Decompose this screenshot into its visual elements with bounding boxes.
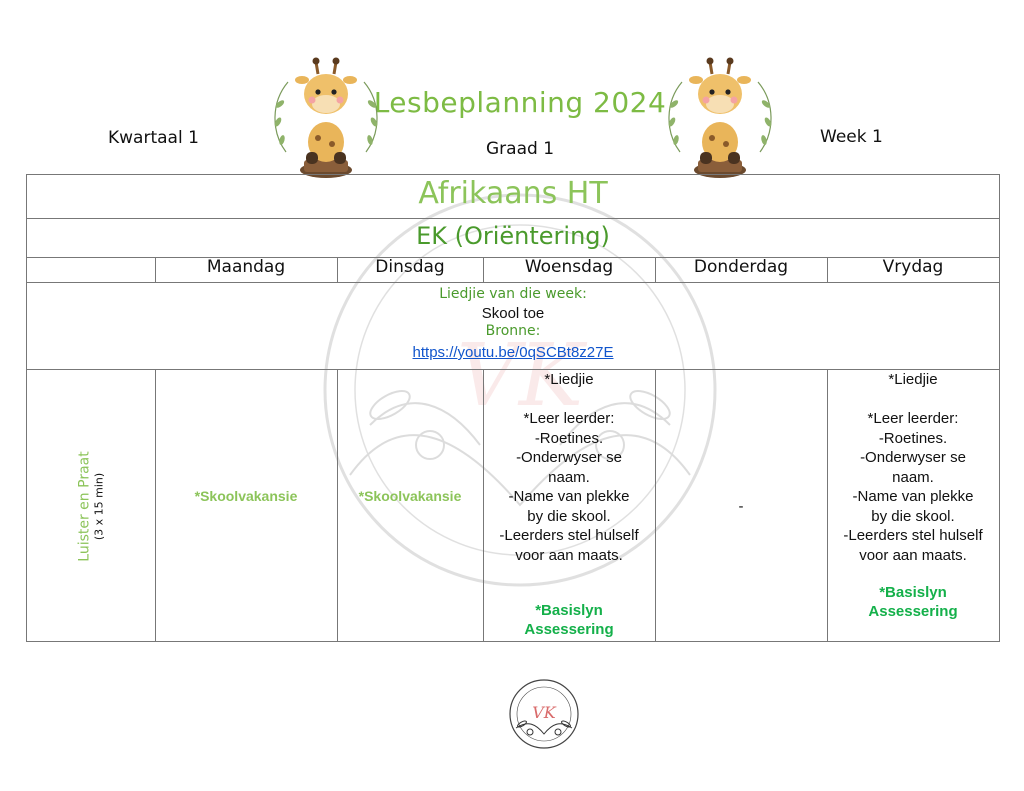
term-label: Kwartaal 1: [108, 128, 199, 148]
assessment-label: *Basislyn: [535, 602, 603, 619]
footer-logo: VK: [509, 679, 579, 749]
cell-line: *Liedjie: [888, 371, 938, 388]
wednesday-cell: *Liedjie *Leer leerder: -Roetines. -Onde…: [483, 370, 655, 639]
day-header-wednesday: Woensdag: [524, 257, 614, 277]
cell-line: voor aan maats.: [859, 546, 967, 564]
cell-line: naam.: [892, 468, 934, 486]
assessment-label: Assessering: [524, 621, 614, 638]
assessment-label: Assessering: [868, 603, 958, 620]
cell-line: -Onderwyser se: [860, 449, 966, 466]
tuesday-cell: *Skoolvakansie: [358, 488, 462, 504]
day-header-thursday: Donderdag: [693, 257, 789, 277]
giraffe-illustration: [668, 57, 772, 178]
friday-cell: *Liedjie *Leer leerder: -Roetines. -Onde…: [827, 370, 999, 621]
cell-line: *Leer leerder:: [867, 410, 959, 427]
cell-line: naam.: [548, 468, 590, 486]
week-label: Week 1: [820, 127, 883, 147]
cell-line: *Liedjie: [544, 371, 594, 388]
cell-line: by die skool.: [527, 507, 611, 525]
cell-line: -Name van plekke: [852, 488, 974, 505]
grade-label: Graad 1: [486, 139, 555, 159]
cell-line: -Roetines.: [534, 429, 604, 447]
theme-heading: EK (Oriëntering): [416, 222, 610, 250]
song-label: Liedjie van die week:: [439, 286, 587, 302]
song-name: Skool toe: [481, 305, 545, 322]
footer-logo-initials: VK: [532, 703, 557, 722]
song-of-the-week: Liedjie van die week: Skool toe Bronne: …: [26, 284, 1000, 362]
giraffe-illustration: [274, 57, 378, 178]
lesson-plan-table: [26, 174, 1000, 642]
day-header-friday: Vrydag: [882, 257, 944, 277]
cell-line: -Leerders stel hulself: [843, 527, 983, 544]
subject-heading: Afrikaans HT: [418, 176, 608, 211]
cell-line: by die skool.: [871, 507, 955, 525]
thursday-cell: -: [738, 498, 744, 515]
cell-line: *Leer leerder:: [523, 410, 615, 427]
assessment-label: *Basislyn: [879, 584, 947, 601]
row-label-duration: (3 x 15 min): [92, 472, 106, 540]
monday-cell: *Skoolvakansie: [194, 488, 298, 504]
cell-line: -Name van plekke: [508, 488, 630, 505]
cell-line: -Onderwyser se: [516, 449, 622, 466]
day-header-tuesday: Dinsdag: [375, 257, 445, 277]
page-title: Lesbeplanning 2024: [373, 86, 667, 119]
cell-line: -Leerders stel hulself: [499, 527, 639, 544]
song-youtube-link[interactable]: https://youtu.be/0qSCBt8z27E: [412, 344, 614, 361]
row-label-title: Luister en Praat: [76, 450, 93, 562]
cell-line: voor aan maats.: [515, 546, 623, 564]
row-label-listening-speaking: Luister en Praat (3 x 15 min): [28, 370, 154, 642]
cell-line: -Roetines.: [878, 429, 948, 447]
sources-label: Bronne:: [485, 323, 541, 339]
day-header-monday: Maandag: [206, 257, 286, 277]
